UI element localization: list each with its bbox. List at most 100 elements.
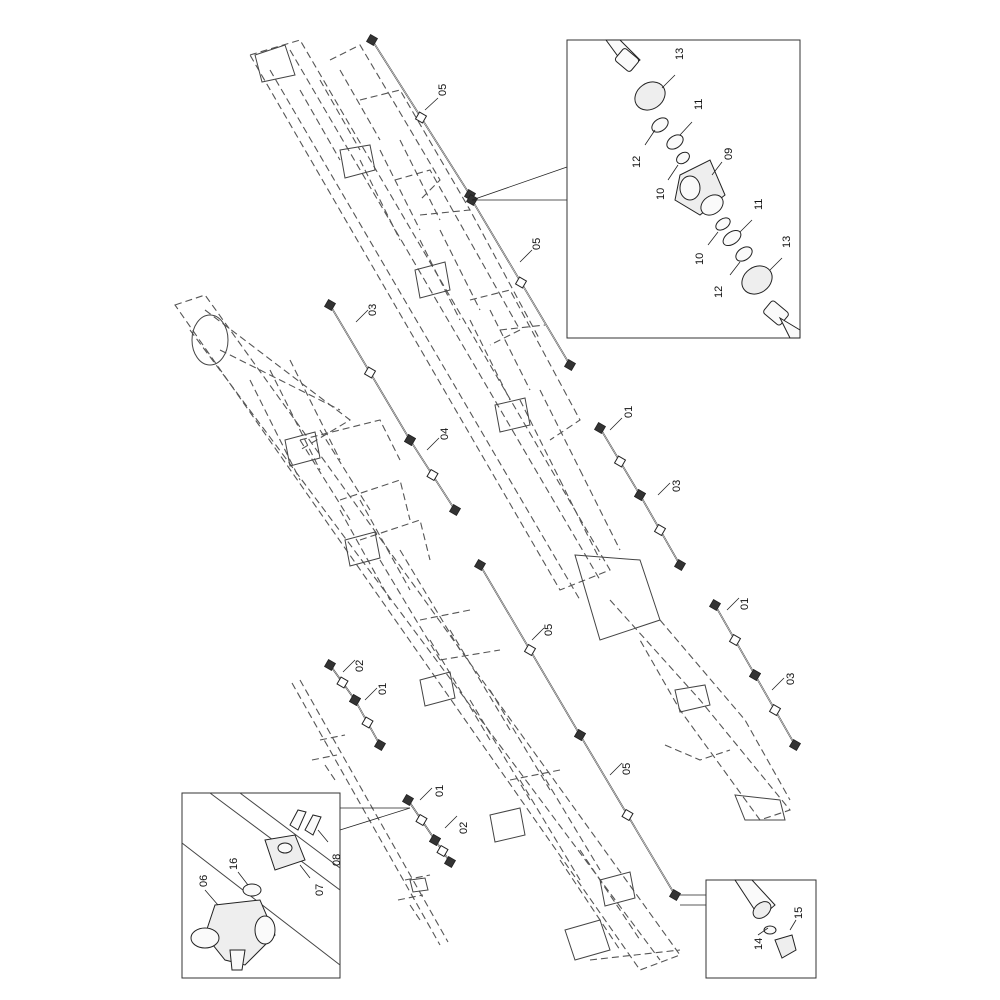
label-08: 08 <box>331 854 343 866</box>
label-06: 06 <box>198 875 210 887</box>
callout-02-b-label: 02 <box>458 822 470 834</box>
pipe-01-b-nozzle-fitting <box>728 633 742 647</box>
callout-01-d-label: 01 <box>434 785 446 797</box>
label-11-lower: 11 <box>753 199 765 210</box>
callout-05-d: 05 <box>609 762 633 776</box>
seal-16 <box>242 883 262 897</box>
pipe-01-c-nozzle-fitting <box>361 716 374 729</box>
label-13-lower: 13 <box>781 236 793 248</box>
callout-05-c-label: 05 <box>543 624 555 636</box>
label-12-lower: 12 <box>713 286 725 298</box>
callout-01-c-label: 01 <box>377 683 389 695</box>
pipe-02-a-nozzle-fitting <box>323 658 337 672</box>
pipe-03-b-nozzle-fitting <box>633 488 647 502</box>
bolt-08-b <box>304 814 322 836</box>
pipe-01-a <box>593 421 647 502</box>
pipe-sections <box>323 33 802 902</box>
inset-top-labels: 13 11 12 09 10 11 10 13 12 <box>631 48 793 298</box>
label-10-upper: 10 <box>655 188 667 200</box>
callout-04: 04 <box>426 428 451 451</box>
pipe-05-c-nozzle-fitting <box>473 558 487 572</box>
upper-boom-frame <box>249 39 791 821</box>
callout-05-d-label: 05 <box>621 763 633 775</box>
callout-03-b-label: 03 <box>671 480 683 492</box>
pipe-04-nozzle-fitting <box>448 503 462 517</box>
pipe-05-d-nozzle-fitting <box>668 888 682 902</box>
callout-05-a: 05 <box>424 84 449 111</box>
pipe-05-b <box>465 193 577 372</box>
pipe-03-b-nozzle-fitting <box>673 558 687 572</box>
pipe-02-b-nozzle-fitting <box>443 855 457 869</box>
pipe-01-a-nozzle-fitting <box>613 455 627 468</box>
inset-tee-fitting: 13 11 12 09 10 11 10 13 12 <box>471 39 801 339</box>
oring-10-upper <box>676 151 690 165</box>
pipe-05-d-nozzle-fitting <box>621 808 634 822</box>
pipe-02-b <box>428 833 457 869</box>
pipe-05-c-nozzle-fitting <box>523 643 537 657</box>
inset-bottom-left-labels: 06 16 07 08 <box>198 829 343 906</box>
lower-left-tube <box>291 679 449 946</box>
callout-01-a: 01 <box>609 406 635 431</box>
label-16: 16 <box>228 858 240 870</box>
label-13-upper: 13 <box>674 48 686 60</box>
pipe-05-a-nozzle-fitting <box>365 33 379 47</box>
pipe-03-c-nozzle-fitting <box>768 703 782 717</box>
oring-14 <box>763 925 777 935</box>
pipe-01-d-nozzle-fitting <box>401 793 415 807</box>
pipe-05-b-nozzle-fitting <box>514 276 528 289</box>
inset-end-cap: 14 15 <box>680 879 817 979</box>
callout-03-c: 03 <box>771 673 797 691</box>
label-15: 15 <box>793 907 805 919</box>
pipe-03-a-nozzle-fitting <box>363 366 377 379</box>
pipe-03-c <box>748 668 802 752</box>
lower-boom-frame <box>174 294 681 971</box>
label-07: 07 <box>314 884 326 896</box>
pipe-04-nozzle-fitting <box>426 468 439 482</box>
callout-05-b-label: 05 <box>531 238 543 250</box>
pipe-01-c-nozzle-fitting <box>348 693 362 707</box>
ring-12-lower <box>735 246 753 262</box>
callout-05-a-label: 05 <box>437 84 449 96</box>
cap-15 <box>774 934 797 959</box>
callout-03-a: 03 <box>355 304 379 323</box>
bolt-08-a <box>289 809 307 831</box>
pipe-01-b <box>708 598 762 682</box>
pipe-04 <box>403 433 462 517</box>
oring-10-lower <box>715 217 731 231</box>
pipe-03-a-nozzle-fitting <box>323 298 337 312</box>
pipe-03-c-nozzle-fitting <box>788 738 802 752</box>
pipe-05-d <box>573 728 682 902</box>
pipe-05-b-nozzle-fitting <box>563 358 577 372</box>
pipe-01-c-nozzle-fitting <box>373 738 387 752</box>
pipe-03-b <box>633 488 687 572</box>
pipe-01-c <box>348 693 387 752</box>
pipe-02-a-nozzle-fitting <box>336 676 349 689</box>
callout-03-c-label: 03 <box>785 673 797 685</box>
callout-01-a-label: 01 <box>623 406 635 418</box>
pipe-04-nozzle-fitting <box>403 433 417 447</box>
callout-01-b: 01 <box>726 597 751 611</box>
pipe-03-b-nozzle-fitting <box>653 523 667 537</box>
washer-11-upper <box>666 134 684 150</box>
callout-05-c: 05 <box>531 624 555 641</box>
pipe-02-b-nozzle-fitting <box>436 844 449 858</box>
pipe-02-b-nozzle-fitting <box>428 833 442 847</box>
label-11-upper: 11 <box>693 99 705 110</box>
callout-04-label: 04 <box>439 428 451 440</box>
callout-02-a: 02 <box>342 659 366 673</box>
callout-05-b: 05 <box>519 238 543 263</box>
pipe-03-c-nozzle-fitting <box>748 668 762 682</box>
callout-02-b: 02 <box>444 815 470 834</box>
callout-01-b-label: 01 <box>739 598 751 610</box>
callout-01-c: 01 <box>364 683 389 701</box>
pipe-01-b-nozzle-fitting <box>708 598 722 612</box>
pipe-03-a <box>323 298 417 447</box>
pipe-01-d-nozzle-fitting <box>415 813 428 827</box>
callout-03-b: 03 <box>657 480 683 496</box>
callout-01-d: 01 <box>419 785 446 801</box>
washer-11-lower <box>722 229 742 247</box>
label-14: 14 <box>753 938 765 950</box>
callout-02-a-label: 02 <box>354 660 366 672</box>
label-10-lower: 10 <box>694 253 706 265</box>
pipe-05-a-nozzle-fitting <box>414 111 428 124</box>
